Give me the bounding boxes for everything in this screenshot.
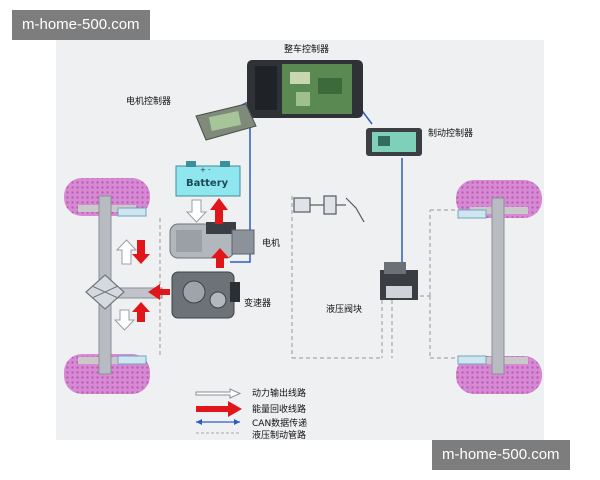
hydraulic-brake-lines [159,196,456,359]
watermark-top-left: m-home-500.com [12,10,150,40]
battery-terminals-label: + - [200,166,211,174]
motor-controller-device [195,103,257,141]
transmission-label: 变速器 [244,299,272,309]
legend-power-output: 动力输出线路 [252,389,307,399]
vehicle-controller-device [247,60,363,118]
differential [85,274,125,310]
vehicle-controller-label: 整车控制器 [284,45,330,55]
brake-pedal-mechanism [293,195,365,223]
motor-device [169,222,255,259]
right-axle [491,197,505,375]
legend-can-data: CAN数据传递 [252,419,308,429]
brake-controller-device [366,128,422,156]
battery-device [175,161,241,197]
hydraulic-valve-label: 液压阀块 [326,305,363,315]
legend-energy-recovery: 能量回收线路 [252,405,307,415]
energy-recovery-arrows [132,198,229,322]
hydraulic-valve-device [380,262,418,300]
legend-hydraulic-brake: 液压制动管路 [252,431,307,441]
motor-controller-label: 电机控制器 [126,97,172,107]
brake-controller-label: 制动控制器 [428,129,474,139]
transmission-device [171,271,240,319]
power-output-arrows [113,199,208,331]
legend-symbols [195,388,242,434]
motor-label: 电机 [262,239,281,249]
battery-label: Battery [186,178,229,189]
watermark-bottom-right: m-home-500.com [432,440,570,470]
